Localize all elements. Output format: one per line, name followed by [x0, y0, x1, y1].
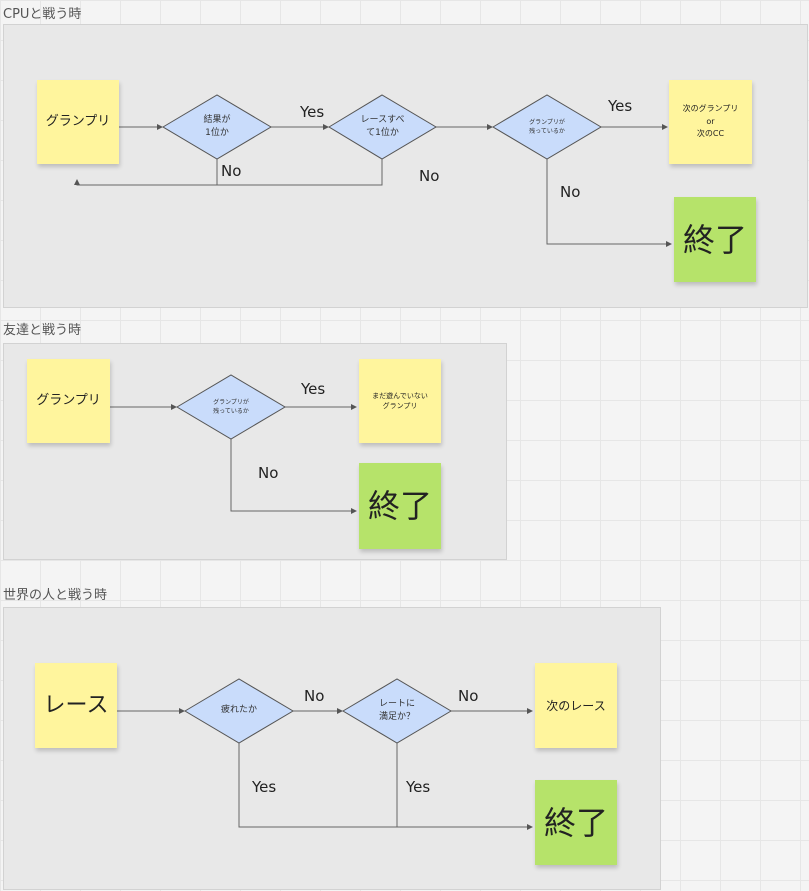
edge-label-no: No	[304, 687, 325, 705]
sticky-next[interactable]: まだ遊んでいない グランプリ	[359, 359, 441, 443]
decision-diamond	[184, 678, 294, 744]
decision-diamond	[162, 94, 272, 160]
connector	[217, 159, 383, 186]
sticky-next[interactable]: 次のグランプリ or 次のCC	[669, 80, 752, 164]
connector	[238, 743, 533, 830]
decision-text: レースすべ て1位か	[360, 114, 405, 139]
edge-label-no: No	[258, 464, 279, 482]
connector	[230, 439, 357, 514]
connector	[546, 159, 672, 247]
sticky-next[interactable]: 次のレース	[535, 663, 617, 748]
sticky-start[interactable]: グランプリ	[37, 80, 119, 164]
edge-label-no: No	[458, 687, 479, 705]
edge-label-yes: Yes	[252, 778, 277, 796]
edge-label-no: No	[419, 167, 440, 185]
frame-title-world: 世界の人と戦う時	[3, 588, 108, 603]
sticky-end[interactable]: 終了	[535, 780, 617, 865]
connector	[74, 159, 218, 186]
edge-label-no: No	[560, 183, 581, 201]
frame-cpu[interactable]	[3, 24, 808, 308]
sticky-start[interactable]: グランプリ	[27, 359, 110, 443]
sticky-end[interactable]: 終了	[674, 197, 756, 282]
sticky-start[interactable]: レース	[35, 663, 117, 748]
edge-label-yes: Yes	[406, 778, 431, 796]
decision-diamond	[492, 94, 602, 160]
decision-text: レートに 満足か？	[378, 698, 415, 723]
decision-text: グランプリが 残っているか	[529, 119, 565, 135]
edge-label-yes: Yes	[301, 380, 326, 398]
decision-text: 結果が 1位か	[203, 114, 231, 139]
decision-diamond	[328, 94, 437, 160]
edge-label-yes: Yes	[300, 103, 325, 121]
decision-text: グランプリが 残っているか	[213, 399, 249, 415]
edge-label-yes: Yes	[608, 97, 633, 115]
decision-text: 疲れたか	[220, 705, 257, 716]
decision-diamond	[342, 678, 452, 744]
edge-label-no: No	[221, 162, 242, 180]
frame-title-friends: 友達と戦う時	[3, 323, 82, 338]
decision-diamond	[176, 374, 286, 440]
frame-title-cpu: CPUと戦う時	[3, 7, 82, 22]
sticky-end[interactable]: 終了	[359, 463, 441, 549]
